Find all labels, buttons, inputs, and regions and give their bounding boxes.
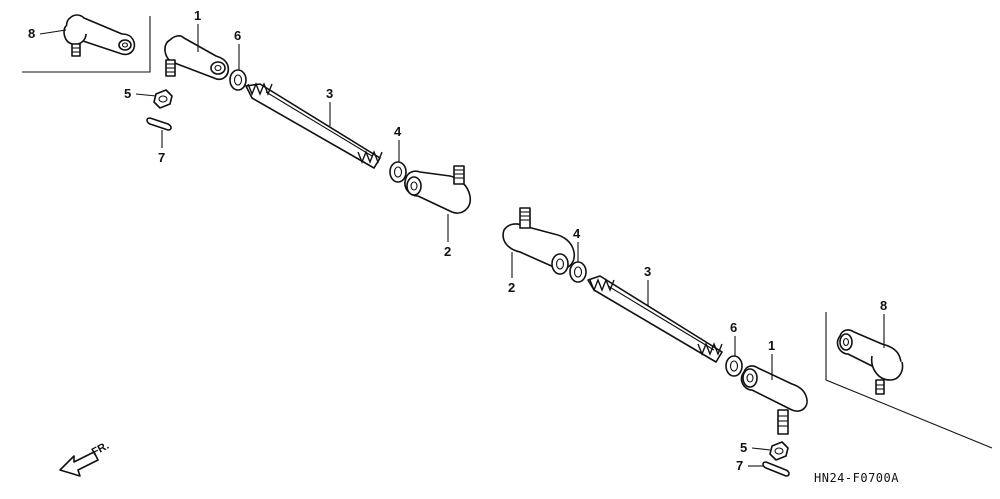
cotter-pin-7-upper <box>146 117 172 131</box>
lock-nut-6-upper <box>229 69 247 91</box>
inset-frame-top-left <box>22 16 151 73</box>
callout-1-upper: 1 <box>194 8 201 52</box>
tie-rod-end-8-bottom <box>836 329 904 395</box>
callout-5-lower: 5 <box>740 440 771 455</box>
callout-number: 2 <box>444 244 451 259</box>
callout-7-upper: 7 <box>158 130 165 165</box>
callout-number: 4 <box>573 226 581 241</box>
tie-rod-end-8-top <box>63 14 136 57</box>
castle-nut-5-upper <box>153 89 173 109</box>
callout-number: 3 <box>644 264 651 279</box>
callout-6-lower: 6 <box>730 320 737 356</box>
callout-number: 1 <box>194 8 201 23</box>
callout-number: 8 <box>880 298 887 313</box>
callout-number: 2 <box>508 280 515 295</box>
front-label: FR. <box>90 440 111 459</box>
callout-number: 6 <box>730 320 737 335</box>
tie-rod-3-upper <box>245 82 383 169</box>
diagram-code: HN24-F0700A <box>814 471 899 485</box>
tie-rod-end-1-upper <box>164 35 230 81</box>
callout-6-upper: 6 <box>234 28 241 70</box>
inset-frame-bottom-right <box>825 312 993 449</box>
callout-2-upper: 2 <box>444 214 451 259</box>
tie-rod-3-lower <box>587 275 723 363</box>
callout-5-upper: 5 <box>124 86 157 101</box>
callout-8-top: 8 <box>28 26 67 41</box>
callout-number: 3 <box>326 86 333 101</box>
front-direction-arrow: FR. <box>59 440 111 477</box>
tie-rod-end-1-lower <box>740 365 808 435</box>
lock-nut-6-lower <box>725 355 743 377</box>
callout-number: 1 <box>768 338 775 353</box>
callout-number: 7 <box>158 150 165 165</box>
callout-number: 4 <box>394 124 402 139</box>
callout-2-lower: 2 <box>508 252 515 295</box>
tie-rod-end-2-lower <box>502 207 576 275</box>
callout-3-upper: 3 <box>326 86 333 126</box>
lock-nut-4-lower <box>569 261 587 283</box>
callout-number: 5 <box>740 440 747 455</box>
callout-7-lower: 7 <box>736 458 764 473</box>
callout-number: 6 <box>234 28 241 43</box>
callout-8-bottom: 8 <box>880 298 887 348</box>
callout-number: 5 <box>124 86 131 101</box>
callout-4-upper: 4 <box>394 124 402 162</box>
callout-4-lower: 4 <box>573 226 581 262</box>
callout-1-lower: 1 <box>768 338 775 380</box>
callout-3-lower: 3 <box>644 264 651 306</box>
cotter-pin-7-lower <box>762 461 790 477</box>
castle-nut-5-lower <box>769 441 789 461</box>
tie-rod-end-2-upper <box>404 165 472 214</box>
callout-number: 8 <box>28 26 35 41</box>
callout-number: 7 <box>736 458 743 473</box>
lock-nut-4-upper <box>389 161 407 183</box>
